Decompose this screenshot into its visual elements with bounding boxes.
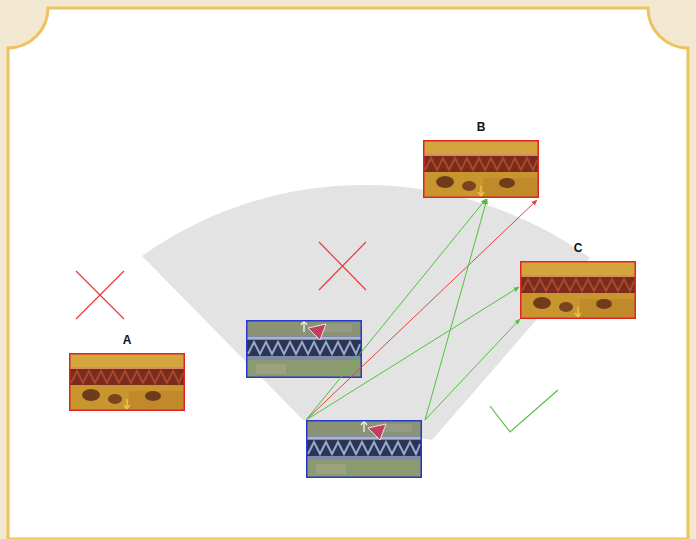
check-mark	[490, 390, 558, 432]
accepted-match	[425, 319, 520, 420]
image-tile	[520, 261, 636, 319]
image-label: B	[421, 120, 541, 134]
accepted-match	[306, 199, 486, 420]
image-tile	[423, 140, 539, 198]
cross-mark	[76, 271, 124, 319]
satellite-image: B	[423, 140, 539, 198]
cross-mark	[319, 242, 366, 290]
image-label: A	[67, 333, 187, 347]
drone-image	[246, 320, 362, 378]
rejected-match	[306, 200, 537, 420]
image-tile	[69, 353, 185, 411]
panel	[8, 8, 688, 539]
satellite-image: A	[69, 353, 185, 411]
image-label: C	[518, 241, 638, 255]
accepted-match	[306, 287, 519, 420]
satellite-image: C	[520, 261, 636, 319]
drone-image	[306, 420, 422, 478]
